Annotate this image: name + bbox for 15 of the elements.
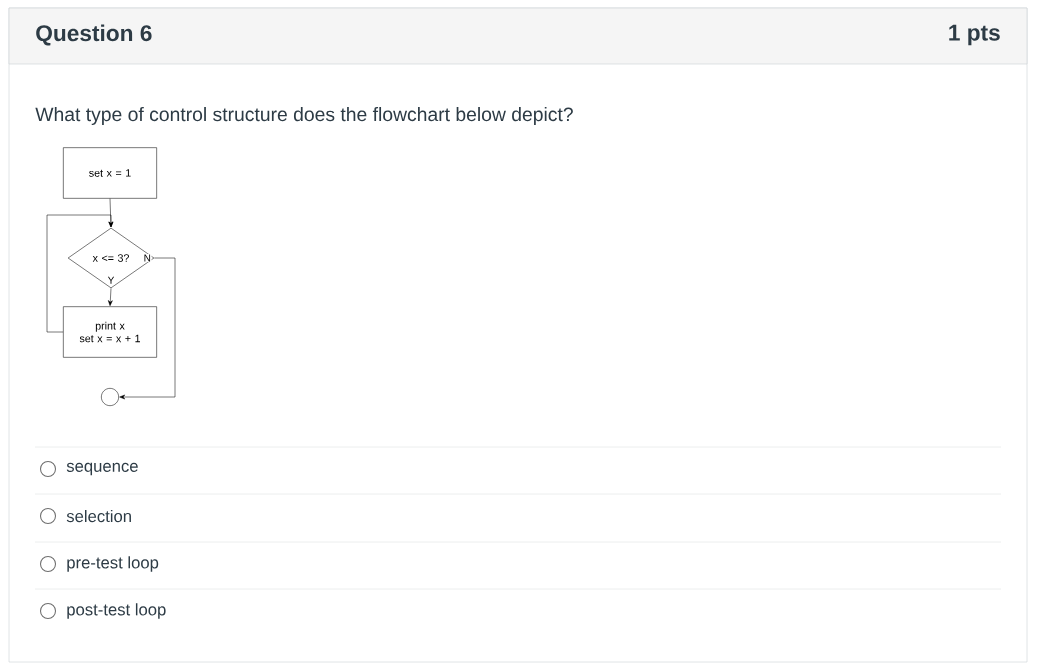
answer-option: selection bbox=[66, 509, 131, 523]
arrow bbox=[108, 288, 113, 306]
answer-option: sequence bbox=[66, 462, 138, 476]
edge-label: N bbox=[143, 253, 152, 263]
terminal-circle bbox=[101, 388, 119, 406]
question-title: Question 6 bbox=[36, 24, 152, 46]
answer-option: pre-test loop bbox=[67, 556, 159, 572]
edge-label: Y bbox=[107, 276, 115, 285]
process-box: set x = 1 bbox=[63, 147, 157, 199]
arrow bbox=[46, 214, 114, 333]
process-box: print x set x = x + 1 bbox=[63, 306, 157, 358]
question-text: What type of control structure does the flowchart below depict? bbox=[35, 107, 573, 125]
points-label: 1 pts bbox=[949, 24, 1000, 46]
arrow bbox=[119, 257, 176, 400]
answer-option: post-test loop bbox=[67, 603, 166, 619]
